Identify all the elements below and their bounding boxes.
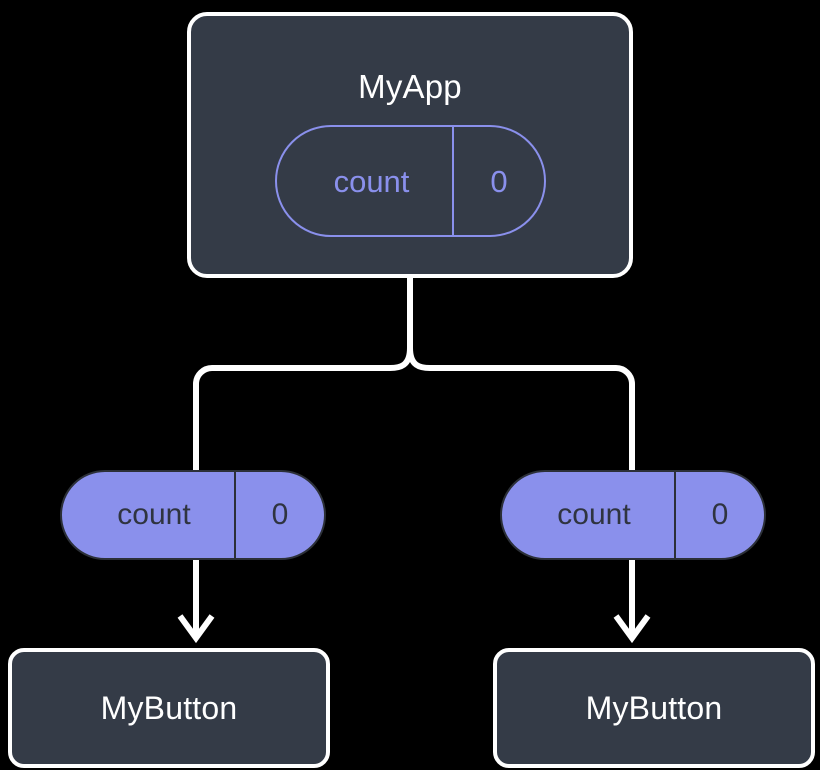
connector-fork-left — [193, 347, 413, 470]
state-pill-branch-left-key: count — [117, 498, 191, 531]
state-pill-branch-right-value: 0 — [674, 472, 764, 558]
state-pill-root-key: count — [333, 163, 410, 199]
state-pill-root[interactable]: count 0 — [275, 125, 546, 237]
node-myapp-label: MyApp — [358, 68, 462, 105]
node-mybutton-left-label: MyButton — [100, 690, 238, 726]
state-pill-branch-left[interactable]: count 0 — [60, 470, 326, 560]
connector-fork-right — [407, 347, 635, 470]
arrow-left — [177, 560, 215, 644]
state-pill-root-value: 0 — [452, 127, 544, 235]
state-pill-branch-right-key: count — [557, 498, 631, 531]
node-mybutton-left[interactable]: MyButton — [8, 648, 330, 768]
node-mybutton-right[interactable]: MyButton — [493, 648, 815, 768]
state-pill-branch-right[interactable]: count 0 — [500, 470, 766, 560]
node-mybutton-right-label: MyButton — [585, 690, 723, 726]
arrow-right — [613, 560, 651, 644]
state-pill-branch-left-value: 0 — [234, 472, 324, 558]
